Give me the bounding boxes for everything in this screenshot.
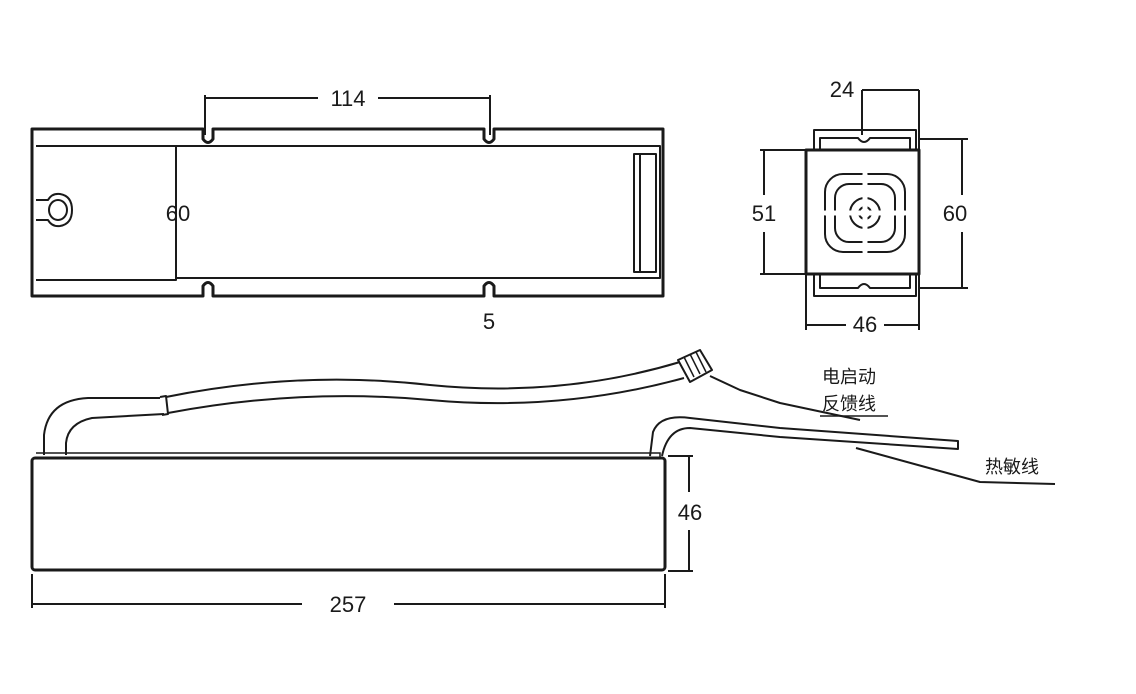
- dim-114-line: [204, 95, 491, 135]
- side-view-top-edge: [36, 452, 661, 458]
- thermistor-cable: [649, 416, 1056, 485]
- side-view-body: [30, 456, 667, 572]
- dim-46-end-line: [805, 274, 920, 330]
- end-view-bottom-terminal: [813, 274, 917, 297]
- dim-60-end-label: 60: [943, 201, 967, 226]
- dim-51-label: 51: [752, 201, 776, 226]
- feedback-cable: [43, 349, 861, 455]
- side-view: 电启动 反馈线 热敏线 46 257: [30, 349, 1056, 617]
- vent-icon: [822, 171, 908, 255]
- top-view-outline: [30, 127, 665, 298]
- dim-60-end-line: [919, 138, 968, 289]
- end-view-body: [804, 148, 921, 276]
- dim-46-side-label: 46: [678, 500, 702, 525]
- dim-24-label: 24: [830, 77, 854, 102]
- mounting-hole-icon: [36, 192, 73, 228]
- thermistor-label: 热敏线: [985, 457, 1039, 478]
- dim-60-top-label: 60: [166, 201, 190, 226]
- mounting-hole-inner: [48, 199, 68, 221]
- dim-5-label: 5: [483, 309, 495, 334]
- end-view-top-terminal: [813, 129, 917, 150]
- top-view-end-cap: [633, 153, 657, 273]
- top-view-inner-edge: [36, 145, 177, 281]
- top-view-inner-panel: [176, 145, 661, 279]
- dim-46-side-line: [668, 455, 693, 572]
- dim-257-line: [31, 574, 666, 608]
- feedback-label-line2: 反馈线: [822, 394, 876, 415]
- feedback-label-line1: 电启动: [822, 367, 876, 388]
- end-view: 24 51 60 46: [752, 77, 968, 337]
- dim-46-end-label: 46: [853, 312, 877, 337]
- dim-51-line: [760, 149, 806, 275]
- dim-114-label: 114: [330, 86, 365, 111]
- top-view: 114 60 5: [30, 86, 665, 334]
- dim-257-label: 257: [330, 592, 367, 617]
